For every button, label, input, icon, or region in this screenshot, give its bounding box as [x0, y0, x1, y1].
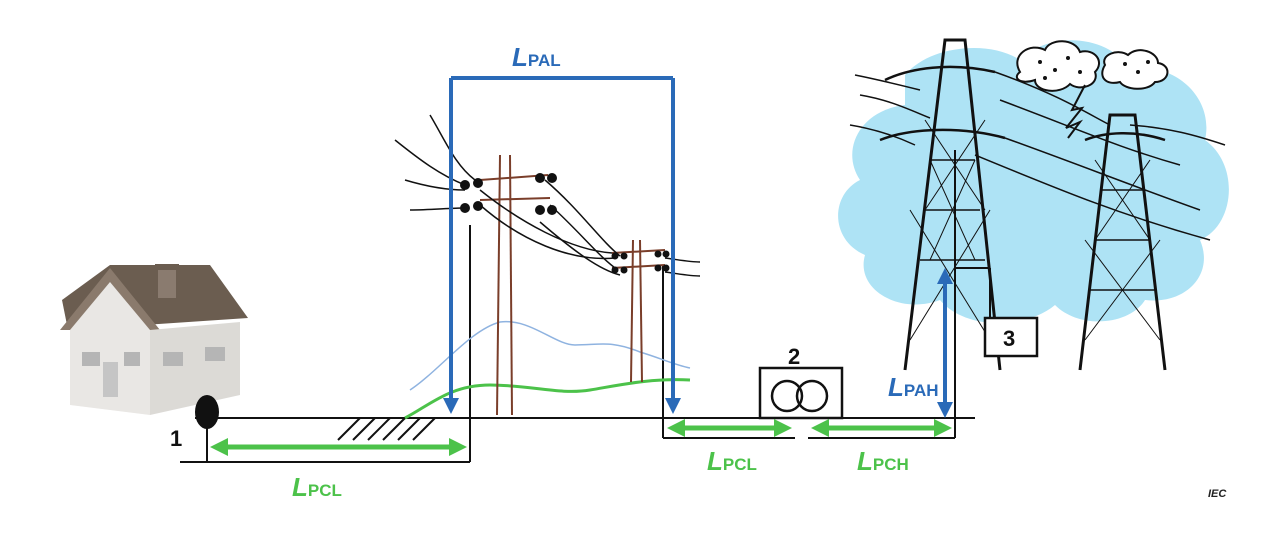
label-l-pcl-left: LPCL: [292, 472, 342, 502]
cable-arrow-pcl-right: [667, 419, 792, 437]
insulator-icons: [460, 173, 670, 274]
lv-overhead-wires: [394, 114, 701, 277]
hv-transmission-towers: [879, 38, 1167, 371]
label-l-pcl-right: LPCL: [707, 446, 757, 476]
cable-arrow-pcl-left: [210, 438, 467, 456]
cable-arrow-pch: [811, 419, 952, 437]
hills-sketch: [404, 320, 691, 420]
buried-cable-hatch: [337, 417, 436, 441]
transformer-icon: [758, 366, 844, 420]
arrow-down-left: [443, 398, 459, 414]
aerial-path-pal: [449, 76, 675, 410]
lv-utility-poles: [479, 154, 666, 416]
aerial-arrow-pah: [937, 268, 953, 418]
marker-2: 2: [788, 344, 800, 369]
hv-overhead-wires: [849, 71, 1226, 241]
box-3: [983, 316, 1039, 358]
arrow-down-right: [665, 398, 681, 414]
storm-cloud-icon: [1015, 40, 1169, 92]
meter-icon: [195, 395, 219, 429]
marker-3: 3: [1003, 326, 1015, 351]
house-icon: [60, 264, 248, 415]
iec-credit: IEC: [1208, 488, 1227, 500]
label-l-pch: LPCH: [857, 446, 909, 476]
marker-1: 1: [170, 426, 182, 451]
label-l-pal: LPAL: [512, 42, 561, 72]
sky-cloud-background: [838, 40, 1229, 324]
label-l-pah: LPAH: [888, 372, 939, 402]
